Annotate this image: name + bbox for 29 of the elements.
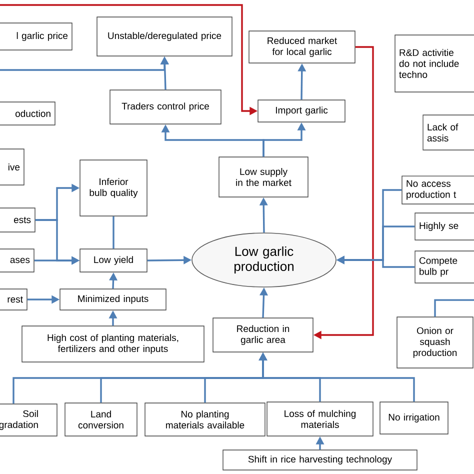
- problem-box: Unstable/deregulated price: [96, 16, 232, 56]
- problem-box: Low yield: [80, 248, 148, 272]
- problem-box: Reduced market for local garlic: [248, 30, 356, 64]
- problem-box: Low supply in the market: [218, 156, 308, 198]
- problem-box: Inferior bulb quality: [80, 160, 148, 216]
- problem-box: Highly se: [414, 212, 474, 240]
- problem-box: rest: [0, 288, 28, 310]
- problem-box: Shift in rice harvesting technology: [222, 450, 418, 470]
- problem-box: Onion or squash production: [396, 316, 474, 368]
- problem-box: ases: [0, 248, 34, 272]
- problem-box: No planting materials available: [144, 402, 266, 436]
- problem-box: Import garlic: [258, 100, 346, 122]
- problem-box: l garlic price: [0, 22, 72, 50]
- problem-box: Compete bulb pr: [414, 250, 474, 284]
- problem-box: Minimized inputs: [60, 288, 166, 310]
- problem-box: R&D activitie do not include techno: [394, 34, 474, 92]
- problem-box: No access production t: [402, 176, 474, 204]
- problem-box: High cost of planting materials, fertilizers and other inputs: [22, 326, 204, 362]
- problem-box: Reduction in garlic area: [212, 318, 314, 352]
- problem-box: Land conversion: [64, 402, 138, 436]
- connector-line: [434, 299, 474, 317]
- problem-box: No irrigation: [380, 402, 448, 434]
- problem-box: Loss of mulching materials: [266, 402, 374, 436]
- problem-box: Lack of assis: [422, 114, 474, 150]
- problem-box: ive: [0, 148, 24, 186]
- connector-line: [112, 216, 114, 249]
- problem-box: ests: [0, 208, 36, 232]
- problem-box: oduction: [0, 102, 56, 126]
- problem-box: Traders control price: [110, 90, 222, 124]
